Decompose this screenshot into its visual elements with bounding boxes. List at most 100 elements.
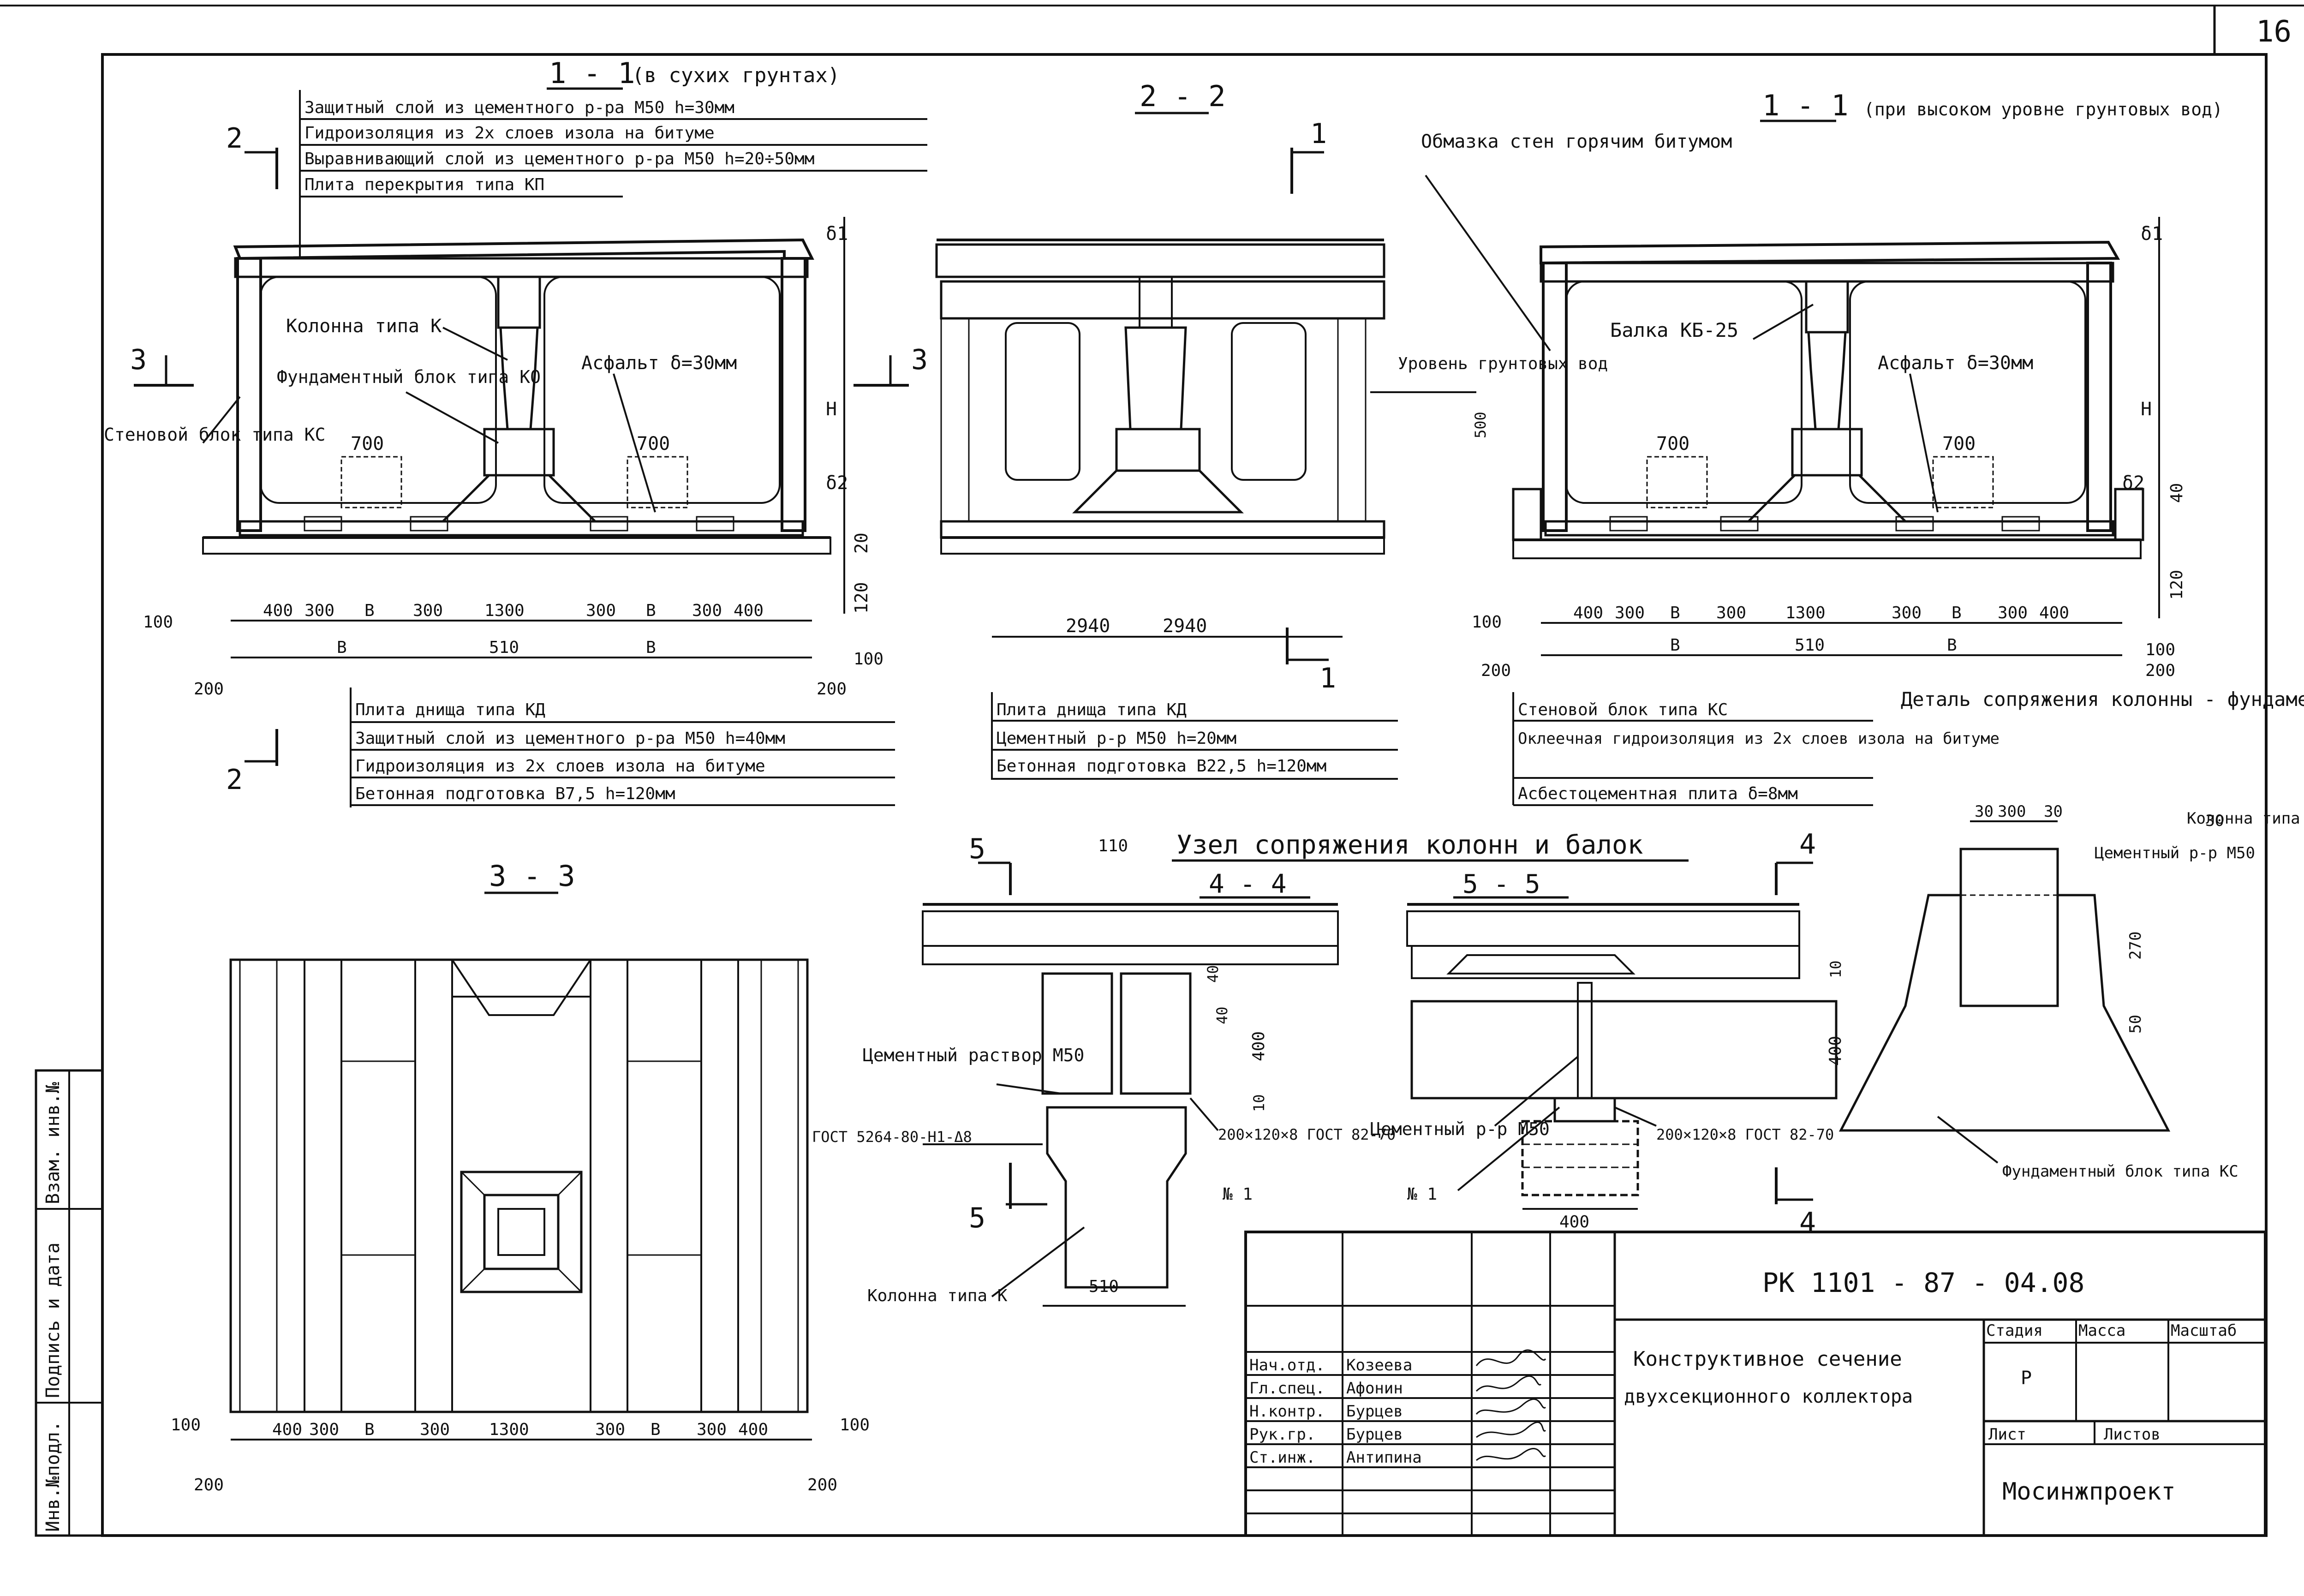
stage-header: Стадия	[1986, 1321, 2043, 1340]
floorwet-layer-3: Асбестоцементная плита δ=8мм	[1518, 784, 1798, 803]
signature-4	[1476, 1448, 1546, 1461]
dim33-1: 300	[309, 1420, 339, 1439]
roof-layer-4: Плита перекрытия типа КП	[304, 175, 544, 194]
section-3-3-title: 3 - 3	[489, 859, 575, 893]
floor-layer-4: Бетонная подготовка В7,5 h=120мм	[355, 784, 675, 803]
organization: Мосинжпроект	[2002, 1478, 2176, 1506]
roof-layer-3: Выравнивающий слой из цементного р-ра М5…	[304, 149, 814, 168]
dim33-3: 300	[420, 1420, 450, 1439]
dim-120-wet: 120	[2167, 570, 2186, 600]
dim33-4: 1300	[489, 1420, 529, 1439]
dim-2940-right: 2940	[1163, 616, 1207, 637]
dim-wet-top-6: В	[1952, 604, 1962, 622]
dim33-100-right: 100	[840, 1416, 870, 1435]
floorwet-layer-1: Стеновой блок типа КС	[1518, 700, 1728, 719]
sig-name-4: Антипина	[1346, 1448, 1422, 1467]
dim-200-wet-left: 200	[1481, 661, 1511, 680]
mark-5-bottom: 5	[969, 1202, 985, 1234]
sheet-frame	[101, 53, 2268, 1537]
section-1-1-wet-subtitle: (при высоком уровне грунтовых вод)	[1864, 99, 2223, 120]
dim-top-2: В	[364, 601, 375, 620]
section-2-2: 2 - 2 1 3 Уровень грунтовых вод 2940 294…	[854, 79, 1608, 780]
dim-bot-1: 510	[489, 638, 519, 657]
dim-20: 20	[851, 532, 871, 554]
column-label: Колонна типа К	[286, 316, 442, 337]
sig-role-4: Ст.инж.	[1249, 1448, 1315, 1467]
dim-d1-wet: δ1	[2141, 223, 2163, 245]
side-stamp: Инв.№подл. Подпись и дата Взам. инв.№	[35, 1069, 104, 1537]
section-5-5: 5 - 5 10 400 Цементный р-р М50 № 1 200×1…	[1370, 869, 1845, 1239]
signature-1	[1475, 1375, 1542, 1392]
asphalt-label-dry: Асфальт δ=30мм	[581, 353, 737, 374]
dim-h-wet: Н	[2141, 399, 2152, 420]
detail-column-label: Колонна типа К	[2187, 809, 2304, 828]
sig-role-0: Нач.отд.	[1249, 1356, 1325, 1375]
mark-2-bottom: 2	[226, 764, 243, 796]
dim-wet-top-8: 400	[2039, 604, 2069, 622]
section-1-1-dry-subtitle: (в сухих грунтах)	[632, 64, 840, 87]
dim-10-44: 10	[1250, 1094, 1268, 1112]
dim-200-left: 200	[194, 680, 224, 699]
dim-10-55: 10	[1827, 960, 1844, 978]
dim-wet-top-7: 300	[1998, 604, 2028, 622]
section-1-1-wet: 1 - 1 (при высоком уровне грунтовых вод)…	[1421, 89, 2223, 806]
mortar-label-55: Цементный р-р М50	[1370, 1119, 1550, 1139]
dim-700-wet-right: 700	[1942, 433, 1976, 454]
section-1-1-wet-title: 1 - 1	[1762, 89, 1849, 122]
floor22-layer-1: Плита днища типа КД	[997, 700, 1187, 719]
dim-d2-wet: δ2	[2122, 472, 2144, 494]
groundwater-label: Уровень грунтовых вод	[1398, 354, 1608, 373]
dim-100-wet-right: 100	[2145, 640, 2175, 659]
detail-title: Деталь сопряжения колонны - фундаментног…	[1901, 688, 2304, 711]
roof-layer-1: Защитный слой из цементного р-ра М50 h=3…	[304, 98, 734, 117]
detail-dim-30: 30	[1975, 802, 1994, 821]
stage-value: Р	[2021, 1368, 2032, 1389]
doc-code: РК 1101 - 87 - 04.08	[1762, 1267, 2084, 1298]
dim-400-44: 400	[1249, 1031, 1268, 1061]
dim-wet-top-1: 300	[1615, 604, 1645, 622]
inv-original-label: Инв.№подл.	[42, 1421, 64, 1532]
page-number: 16	[2256, 15, 2292, 49]
sheet-label: Лист	[1988, 1425, 2026, 1444]
dim-200-right: 200	[817, 680, 847, 699]
asphalt-label-wet: Асфальт δ=30мм	[1878, 353, 2033, 374]
title-block: РК 1101 - 87 - 04.08 Конструктивное сече…	[1244, 1231, 2267, 1537]
mark-2-top: 2	[226, 122, 243, 155]
detail-dim-30b: 30	[2044, 802, 2063, 821]
coating-label: Обмазка стен горячим битумом	[1421, 131, 1732, 152]
dim-top-0: 400	[263, 601, 293, 620]
mark-1-bottom: 1	[1319, 662, 1336, 694]
floor-layer-1: Плита днища типа КД	[355, 700, 545, 719]
dim-40-wet: 40	[2167, 483, 2186, 503]
floor22-layer-3: Бетонная подготовка В22,5 h=120мм	[997, 757, 1326, 776]
section-1-1-dry: 1 - 1 (в сухих грунтах) Защитный слой из…	[104, 56, 927, 807]
dim-top-1: 300	[304, 601, 334, 620]
foundation-label: Фундаментный блок типа КО	[277, 367, 541, 387]
dim33-100-left: 100	[171, 1416, 201, 1435]
section-5-5-title: 5 - 5	[1462, 869, 1540, 899]
node-title: Узел сопряжения колонн и балок	[1176, 830, 1643, 860]
detail-dim-270: 270	[2126, 932, 2145, 960]
dim-wet-bot-2: В	[1947, 636, 1957, 655]
detail-dim-30a: 30	[2205, 812, 2224, 830]
section-4-4: 4 - 4 5 110 40 40 400 10 Цементный раств…	[812, 828, 1816, 1307]
dim-400-55: 400	[1826, 1036, 1845, 1066]
roof-layer-2: Гидроизоляция из 2х слоев изола на битум…	[304, 124, 715, 143]
no-label-55: № 1	[1407, 1185, 1437, 1204]
replaced-inv-label: Взам. инв.№	[42, 1082, 64, 1204]
sig-name-0: Козеева	[1346, 1356, 1412, 1375]
dim-wet-top-4: 1300	[1785, 604, 1826, 622]
sig-role-1: Гл.спец.	[1249, 1379, 1325, 1398]
dim-40-a: 40	[1204, 965, 1222, 983]
dim33-2: В	[364, 1420, 375, 1439]
dim33-5: 300	[595, 1420, 625, 1439]
dim-100-wet-left: 100	[1472, 613, 1502, 632]
detail-dim-300: 300	[1998, 802, 2026, 821]
detail-column-foundation: Деталь сопряжения колонны - фундаментног…	[1838, 688, 2304, 1181]
dim-700-right: 700	[637, 433, 670, 454]
dim33-200-right: 200	[807, 1476, 837, 1494]
mortar-label-44: Цементный раствор М50	[863, 1045, 1084, 1065]
gost-label-44: ГОСТ 5264-80-Н1-Δ8	[812, 1128, 972, 1146]
mark-4-top: 4	[1799, 828, 1816, 861]
dim-500: 500	[1472, 412, 1489, 438]
